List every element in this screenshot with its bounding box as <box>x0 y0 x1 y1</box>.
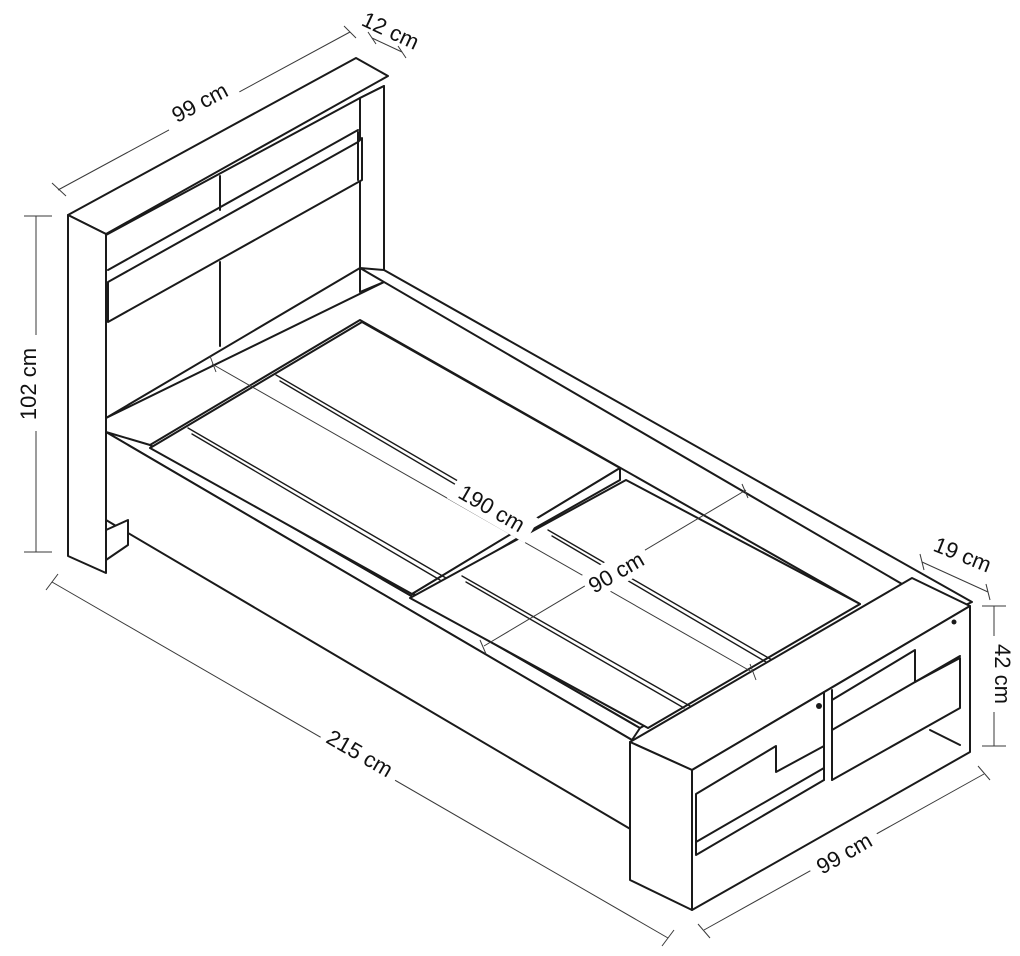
headboard-shelf <box>107 137 363 323</box>
headboard-height-label: 102 cm <box>16 348 41 420</box>
headboard-width-label: 99 cm <box>167 77 232 127</box>
dimension-lines <box>24 25 1006 947</box>
footboard-front-face <box>629 741 693 911</box>
footboard-height-label: 42 cm <box>990 644 1015 704</box>
footboard-hole-icon <box>816 703 822 709</box>
headboard-right-post <box>359 85 385 293</box>
frame-foot-left <box>105 519 129 561</box>
footboard <box>629 577 971 911</box>
headboard-left-post <box>67 214 107 574</box>
headboard <box>67 57 389 574</box>
frame-right-rail <box>359 267 973 613</box>
slat-panel-front <box>409 479 861 729</box>
headboard-depth-label: 12 cm <box>358 7 423 55</box>
footboard-hole-icon <box>951 619 957 625</box>
